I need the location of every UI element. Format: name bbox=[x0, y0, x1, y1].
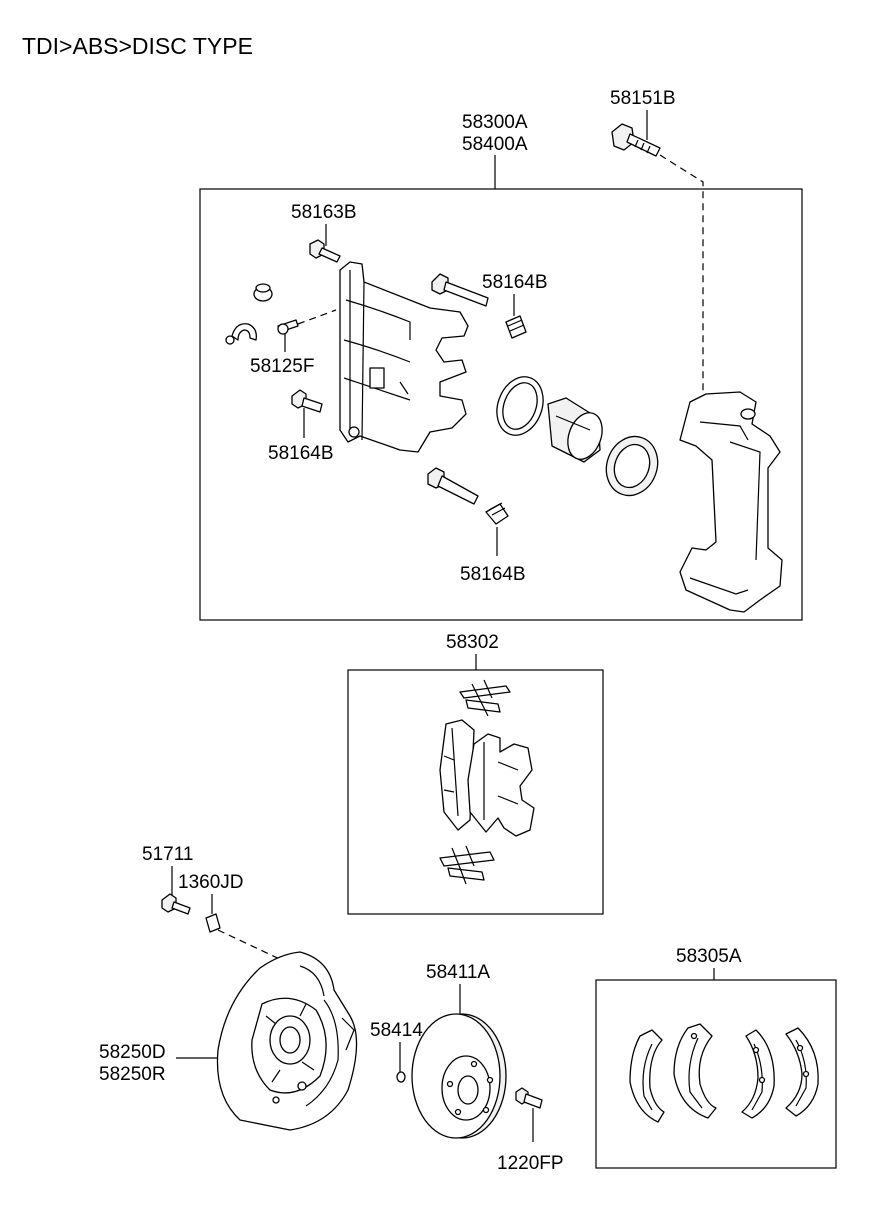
label-58164B-bottom: 58164B bbox=[460, 564, 526, 585]
piston-icon bbox=[547, 397, 603, 463]
piston-seal-icon bbox=[496, 376, 544, 436]
label-1360JD: 1360JD bbox=[178, 872, 244, 893]
label-58250D: 58250D bbox=[99, 1042, 166, 1063]
hub-bolt-icon bbox=[515, 1087, 543, 1109]
diagram-title: TDI>ABS>DISC TYPE bbox=[22, 33, 253, 59]
label-1220FP: 1220FP bbox=[497, 1153, 564, 1174]
dust-boot-icon bbox=[605, 435, 659, 497]
pin-boot-top-icon bbox=[505, 315, 527, 339]
guide-pin-left-icon bbox=[291, 389, 323, 413]
brake-shoe-4-icon bbox=[785, 1027, 819, 1117]
clip-screw-icon bbox=[277, 319, 299, 335]
pad-clip-bottom-icon bbox=[439, 845, 495, 885]
bleeder-screw-icon bbox=[309, 239, 341, 263]
screw-51711-icon bbox=[161, 893, 191, 915]
label-51711: 51711 bbox=[142, 844, 193, 865]
guide-pin-bottom-icon bbox=[427, 467, 479, 505]
caliper-body-icon bbox=[339, 261, 469, 453]
pin-boot-bottom-icon bbox=[485, 502, 509, 525]
caliper-bolt-icon bbox=[611, 123, 661, 157]
pad-clip-top-icon bbox=[459, 679, 511, 717]
label-58151B: 58151B bbox=[610, 88, 676, 109]
label-58305A: 58305A bbox=[676, 946, 742, 967]
brake-shoe-3-icon bbox=[741, 1029, 775, 1119]
brake-disc-icon bbox=[411, 1013, 507, 1139]
caliper-bracket-icon bbox=[679, 391, 783, 613]
dust-cap-icon bbox=[253, 283, 273, 302]
label-58163B: 58163B bbox=[291, 202, 357, 223]
label-58125F: 58125F bbox=[250, 356, 314, 377]
label-58400A: 58400A bbox=[462, 134, 528, 155]
pad-kit-box bbox=[347, 669, 604, 915]
label-58302: 58302 bbox=[446, 632, 499, 653]
caliper-group-box bbox=[199, 188, 803, 621]
clip-icon bbox=[225, 323, 257, 345]
washer-icon bbox=[205, 913, 221, 933]
brake-pad-right-icon bbox=[467, 733, 535, 837]
guide-pin-top-icon bbox=[431, 273, 489, 307]
label-58300A: 58300A bbox=[462, 112, 528, 133]
backing-plate-icon bbox=[216, 951, 358, 1131]
label-58411A: 58411A bbox=[426, 962, 490, 983]
brake-shoe-1-icon bbox=[629, 1029, 665, 1123]
disc-pin-icon bbox=[396, 1071, 406, 1083]
label-58250R: 58250R bbox=[99, 1064, 166, 1085]
label-58164B-left: 58164B bbox=[268, 443, 334, 464]
brake-shoe-2-icon bbox=[673, 1023, 717, 1119]
shoe-kit-box bbox=[595, 979, 837, 1169]
brake-pad-left-icon bbox=[439, 719, 475, 831]
label-58164B-top: 58164B bbox=[482, 272, 548, 293]
label-58414: 58414 bbox=[370, 1020, 423, 1041]
